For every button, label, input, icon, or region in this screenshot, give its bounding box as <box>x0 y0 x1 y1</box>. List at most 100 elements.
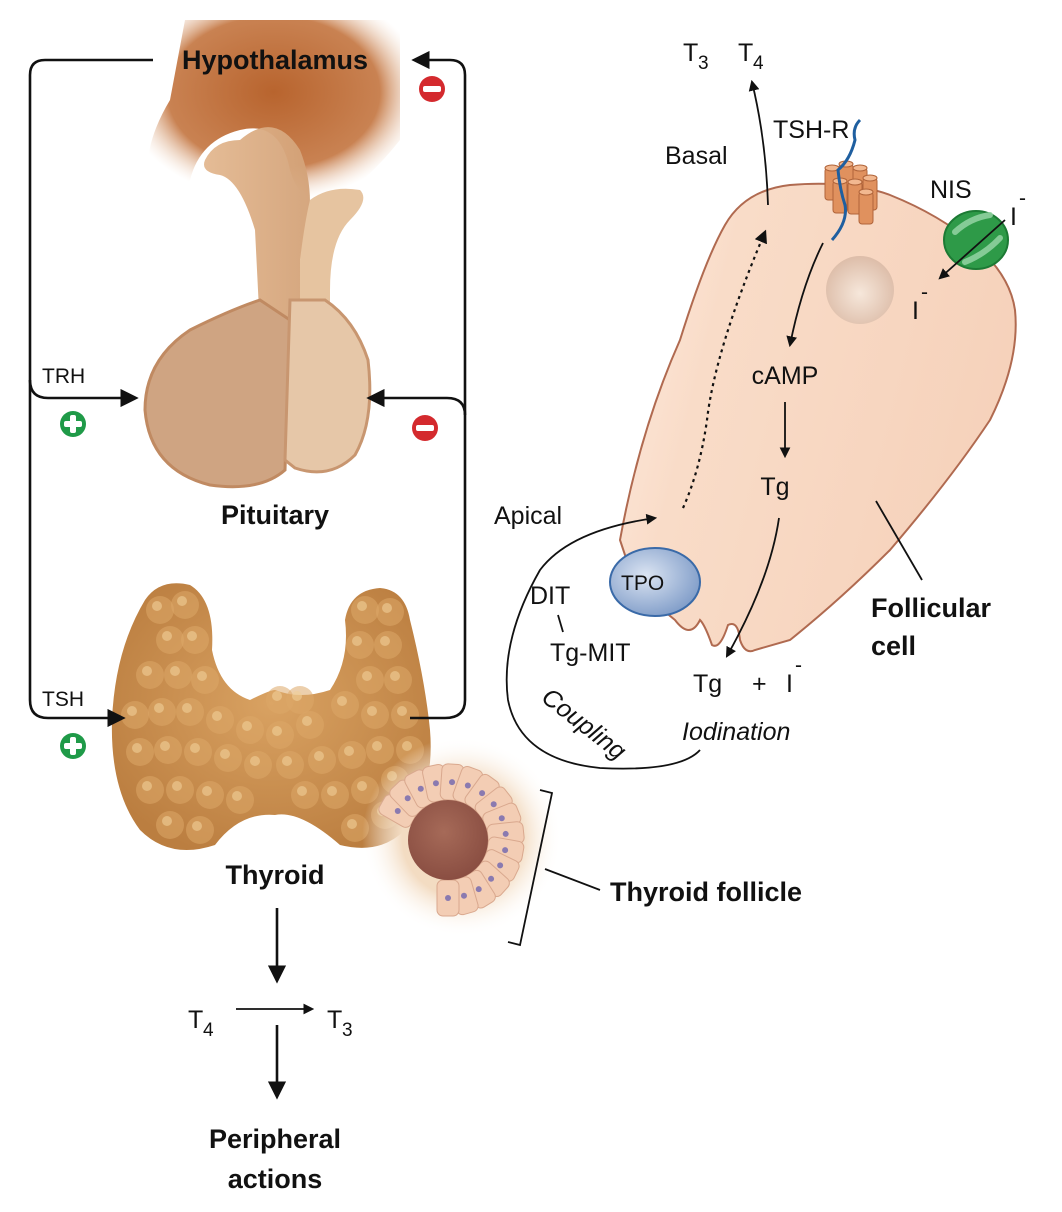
tsh-stimulate-icon <box>60 733 86 759</box>
lobule-highlight <box>192 821 202 831</box>
lobule-highlight <box>162 816 172 826</box>
follicle-cell-nucleus <box>479 790 486 797</box>
lobule-highlight <box>132 743 142 753</box>
lobule-highlight <box>242 721 252 731</box>
lobule-highlight <box>127 706 137 716</box>
tsh-receptor-icon <box>824 160 878 225</box>
lobule-highlight <box>314 751 324 761</box>
follicle-epithelium <box>378 763 525 917</box>
lobule-highlight <box>367 706 377 716</box>
peripheral-label-line1: Peripheral <box>209 1124 341 1154</box>
pituitary-label: Pituitary <box>221 500 329 530</box>
lobule-highlight <box>152 601 162 611</box>
lobule-highlight <box>382 603 392 613</box>
lobule-highlight <box>142 666 152 676</box>
iodide-inside-label: I - <box>912 281 928 325</box>
follicle-cell-nucleus <box>490 801 497 808</box>
lobule-highlight <box>160 741 170 751</box>
left-control-loop <box>28 58 153 728</box>
svg-text:-: - <box>795 654 802 677</box>
iodide-outside-label: I - <box>1010 187 1026 231</box>
lobule-highlight <box>162 631 172 641</box>
svg-text:3: 3 <box>698 53 709 74</box>
nis-label: NIS <box>930 176 972 204</box>
svg-text:I: I <box>1010 203 1017 231</box>
follicular-cell-label-line2: cell <box>871 631 916 661</box>
lobule-highlight <box>212 711 222 721</box>
follicle-cell-nucleus <box>449 779 456 786</box>
signal-to-camp-arrow <box>786 242 824 348</box>
svg-text:4: 4 <box>203 1020 214 1041</box>
tpo-enzyme-icon <box>609 547 701 617</box>
follicle-cell-nucleus <box>497 862 504 869</box>
lobule-highlight <box>347 819 357 829</box>
receptor-chain <box>830 118 862 241</box>
thyroid-label: Thyroid <box>226 860 325 890</box>
dit-mit-link <box>557 614 564 633</box>
receptor-segment <box>858 191 874 225</box>
svg-text:T: T <box>327 1006 342 1034</box>
follicle-cell-nucleus <box>502 847 509 854</box>
svg-text:+: + <box>752 670 767 698</box>
lobule-highlight <box>182 703 192 713</box>
lobule-highlight <box>327 786 337 796</box>
follicle-lumen <box>408 800 488 880</box>
thyroid-gland-illustration <box>111 583 431 850</box>
svg-text:3: 3 <box>342 1020 353 1041</box>
thyroid-follicle-illustration <box>362 737 562 937</box>
trh-stimulate-icon <box>60 411 86 437</box>
pituitary-illustration <box>143 298 372 489</box>
follicle-cell-nucleus <box>488 875 495 882</box>
tg-export-arrow <box>725 517 780 658</box>
follicle-cell-nucleus <box>432 780 439 787</box>
lobule-highlight <box>177 596 187 606</box>
tg-plus-iodide-label: Tg + I - <box>693 654 802 698</box>
nucleus <box>826 256 894 324</box>
follicle-leader-line <box>544 868 601 891</box>
lobule-highlight <box>172 781 182 791</box>
lobule-highlight <box>250 756 260 766</box>
t4-label: T 4 <box>188 1006 214 1041</box>
hypothalamus-inhibit-icon <box>419 76 445 102</box>
follicle-cell-nucleus <box>475 886 482 893</box>
right-feedback-loop <box>366 50 467 720</box>
coupling-label: Coupling <box>536 683 631 766</box>
lobule-highlight <box>372 741 382 751</box>
lobule-highlight <box>344 746 354 756</box>
lobule-highlight <box>357 601 367 611</box>
secreted-t4-label: T 4 <box>738 39 764 74</box>
hypothalamus-label: Hypothalamus <box>182 45 368 75</box>
tg-label: Tg <box>760 473 789 501</box>
lobule-highlight <box>302 716 312 726</box>
follicle-cell-nucleus <box>460 892 467 899</box>
lobule-highlight <box>170 666 180 676</box>
lobule-highlight <box>272 726 282 736</box>
follicle-cell-nucleus <box>498 815 505 822</box>
follicular-cell-leader-line <box>875 500 923 581</box>
thyroid-follicle-label: Thyroid follicle <box>610 877 802 907</box>
follicle-cell-nucleus <box>502 830 509 837</box>
svg-text:T: T <box>683 39 698 67</box>
lobule-highlight <box>154 703 164 713</box>
svg-text:-: - <box>1019 187 1026 210</box>
lobule-highlight <box>337 696 347 706</box>
hypothalamus-illustration <box>147 20 400 330</box>
follicle-cell-nucleus <box>394 808 401 814</box>
follicle-bracket <box>507 789 554 947</box>
lobule-highlight <box>220 749 230 759</box>
camp-label: cAMP <box>752 362 819 390</box>
follicle-cell-nucleus <box>404 795 411 802</box>
tsh-label: TSH <box>42 688 84 711</box>
svg-text:4: 4 <box>753 53 764 74</box>
hormone-secretion-arrow <box>748 79 769 206</box>
lobule-highlight <box>282 756 292 766</box>
lobule-highlight <box>380 636 390 646</box>
lobule-highlight <box>402 741 412 751</box>
lobule-highlight <box>352 636 362 646</box>
svg-text:I: I <box>912 297 919 325</box>
iodination-label: Iodination <box>682 718 790 746</box>
svg-text:T: T <box>188 1006 203 1034</box>
lobule-highlight <box>397 706 407 716</box>
receptor-segment-top <box>852 164 868 172</box>
